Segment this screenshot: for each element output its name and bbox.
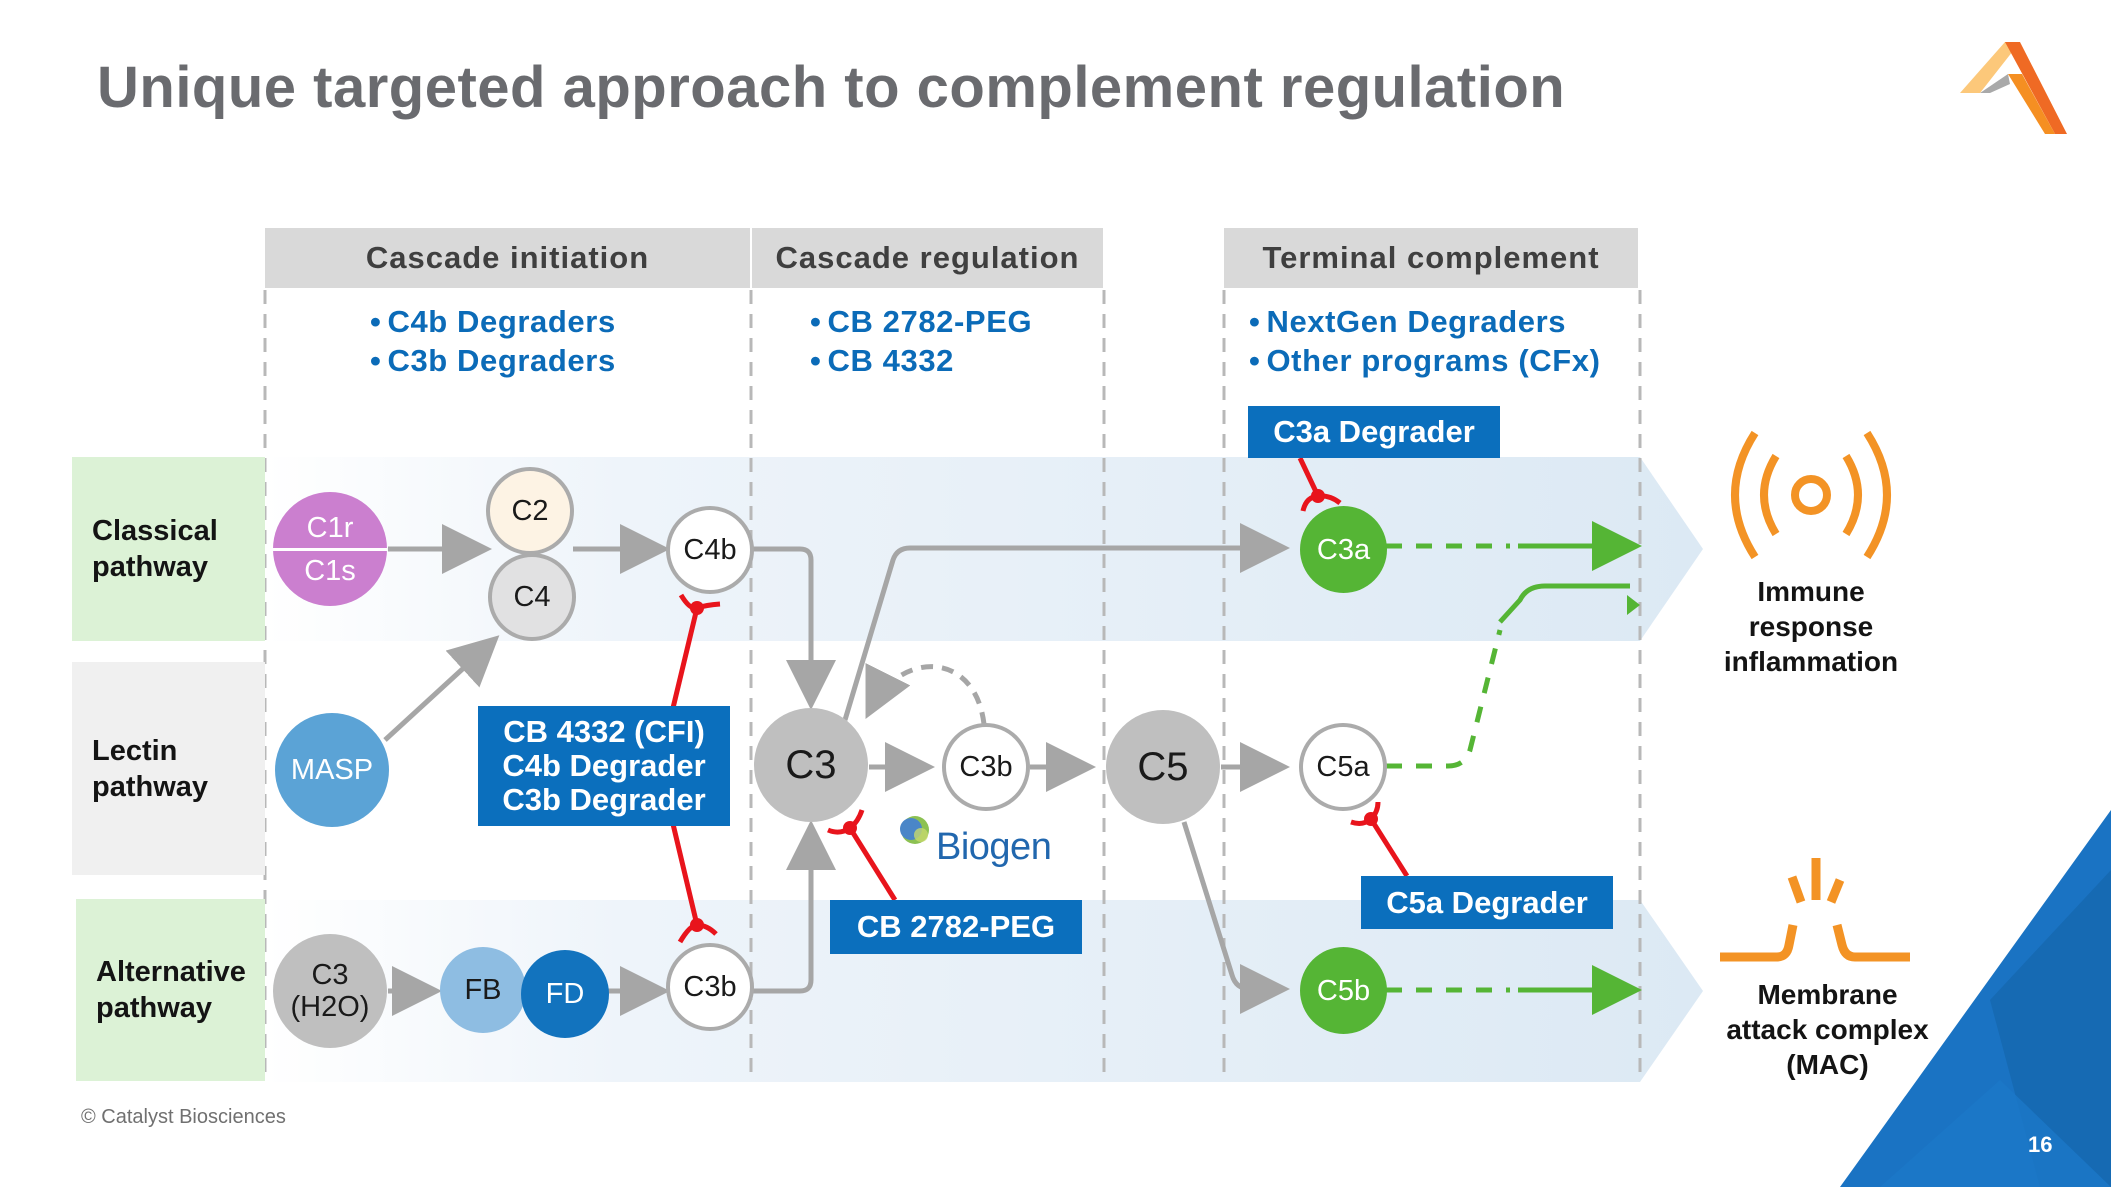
column-dividers — [263, 290, 1642, 1080]
outcome-mac: Membrane attack complex (MAC) — [1726, 979, 1929, 1080]
bullets-cascade-regulation: CB 2782-PEG CB 4332 — [810, 302, 1032, 380]
node-c2: C2 — [486, 467, 574, 555]
corner-decoration — [1840, 810, 2111, 1187]
pathway-classical: Classical pathway — [72, 457, 265, 641]
arrow-c3b-feedback — [865, 663, 987, 725]
outcome-immune-response: Immune response inflammation — [1723, 576, 1899, 677]
bullets-cascade-initiation: C4b Degraders C3b Degraders — [370, 302, 616, 380]
arrow-c3b-alt-to-c3 — [753, 820, 836, 994]
bullet-item: CB 4332 — [810, 341, 1032, 380]
bullet-item: NextGen Degraders — [1249, 302, 1601, 341]
inhibit-cb4332-c3b — [670, 823, 700, 926]
bullets-terminal-complement: NextGen Degraders Other programs (CFx) — [1249, 302, 1601, 380]
node-fd: FD — [521, 950, 609, 1038]
page-title: Unique targeted approach to complement r… — [97, 55, 1566, 120]
membrane-attack-icon — [1720, 858, 1910, 962]
node-c5a: C5a — [1299, 723, 1387, 811]
arrow-c4b-to-c3 — [753, 546, 836, 710]
header-terminal-complement: Terminal complement — [1224, 228, 1638, 288]
node-c4b: C4b — [666, 506, 754, 594]
node-c3a: C3a — [1300, 506, 1387, 593]
node-c1r-c1s: C1r C1s — [273, 492, 387, 606]
node-c3-h2o: C3 (H2O) — [273, 934, 387, 1048]
header-cascade-initiation: Cascade initiation — [265, 228, 750, 288]
biogen-logo-icon — [900, 816, 929, 844]
partner-biogen: Biogen — [936, 826, 1052, 868]
inhibit-c5a-degrader — [1368, 817, 1410, 878]
immune-response-icon — [1731, 430, 1891, 560]
bullet-item: CB 2782-PEG — [810, 302, 1032, 341]
pathway-lectin: Lectin pathway — [72, 662, 265, 875]
node-c5: C5 — [1106, 710, 1220, 824]
pathway-alternative: Alternative pathway — [76, 899, 265, 1081]
node-c3b-alternative: C3b — [666, 943, 754, 1031]
drug-c3a-degrader-box: C3a Degrader — [1248, 406, 1500, 458]
divider — [273, 547, 387, 551]
inhibit-c3a-degrader — [1297, 456, 1321, 498]
alternative-band — [265, 900, 1703, 1082]
inhibit-cb4332-c4b — [670, 607, 700, 709]
bullet-item: Other programs (CFx) — [1249, 341, 1601, 380]
bullet-item: C3b Degraders — [370, 341, 616, 380]
arrow-c5-to-c5b — [1181, 821, 1290, 1014]
drug-cb2782-box: CB 2782-PEG — [830, 900, 1082, 954]
arrow-masp-to-c4 — [383, 635, 500, 742]
bullet-item: C4b Degraders — [370, 302, 616, 341]
page-number: 16 — [2028, 1132, 2053, 1157]
drug-cb4332-box: CB 4332 (CFI) C4b Degrader C3b Degrader — [478, 706, 730, 826]
node-c3b: C3b — [942, 723, 1030, 811]
arrow-c5a-tip — [1627, 595, 1640, 615]
inhibit-cb2782-c3 — [847, 826, 898, 902]
node-c3: C3 — [754, 708, 868, 822]
drug-c5a-degrader-box: C5a Degrader — [1361, 876, 1613, 929]
node-c5b: C5b — [1300, 947, 1387, 1034]
node-masp: MASP — [275, 713, 389, 827]
arrow-c3-to-c3a — [842, 523, 1290, 721]
node-c4: C4 — [488, 553, 576, 641]
arrow-c5a-dashed — [1386, 629, 1503, 769]
catalyst-logo-icon — [1960, 42, 2067, 134]
header-cascade-regulation: Cascade regulation — [752, 228, 1103, 288]
arrow-c5a-out — [1498, 583, 1630, 624]
copyright-footer: © Catalyst Biosciences — [81, 1106, 286, 1128]
node-fb: FB — [440, 947, 526, 1033]
